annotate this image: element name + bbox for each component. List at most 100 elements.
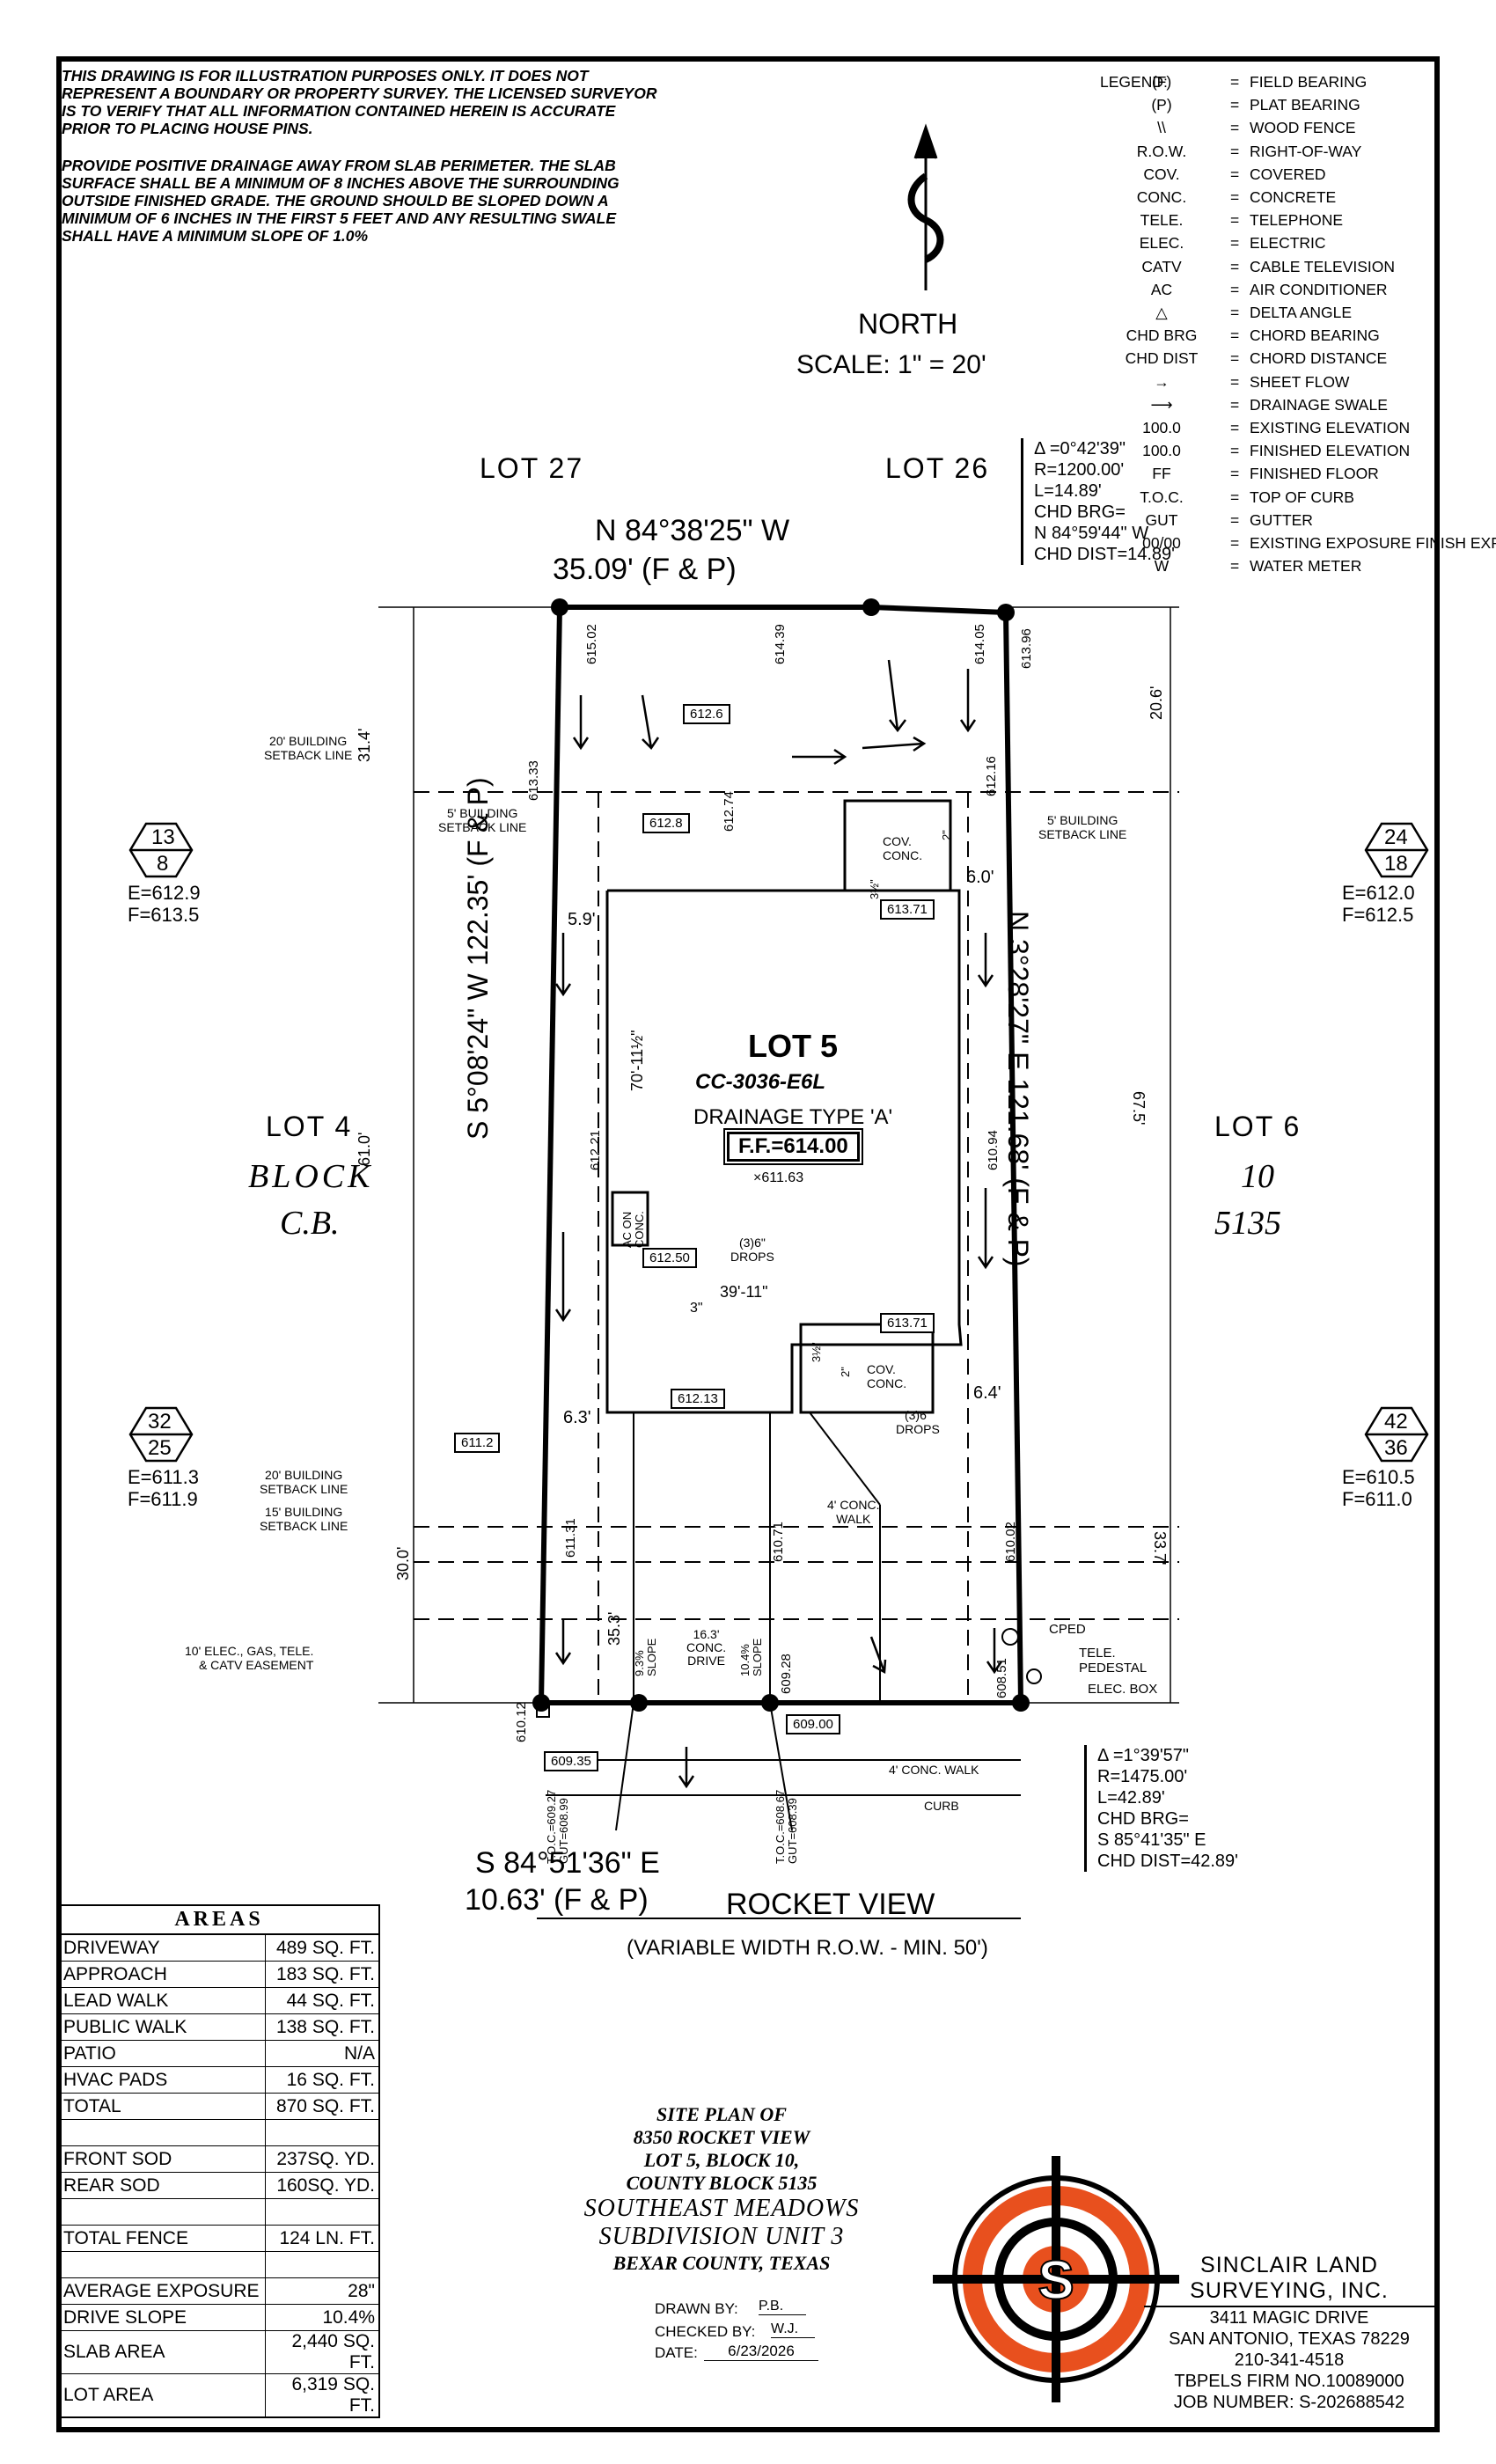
setback-20-top: 20' BUILDING SETBACK LINE <box>264 734 353 762</box>
slope-3-5-top: 3½" <box>868 879 881 899</box>
plan-code: CC-3036-E6L <box>695 1070 826 1094</box>
ff-spot-elevation: ×611.63 <box>753 1170 804 1185</box>
legend-item: \\=WOOD FENCE <box>1100 116 1470 139</box>
areas-value: 44 SQ. FT. <box>265 1987 379 2014</box>
legend-equals: = <box>1230 510 1240 529</box>
areas-value <box>265 2119 379 2146</box>
legend-item: FF=FINISHED FLOOR <box>1100 462 1470 485</box>
spot-elev: 612.21 <box>588 1130 603 1170</box>
areas-label: DRIVEWAY <box>59 1933 266 1962</box>
legend-description: TELEPHONE <box>1250 211 1343 230</box>
legend-item: △=DELTA ANGLE <box>1100 301 1470 324</box>
spot-elev: 614.05 <box>972 624 987 664</box>
ac-on-conc: AC ON CONC. <box>620 1211 646 1248</box>
legend-description: FIELD BEARING <box>1250 73 1368 91</box>
company-phone: 210-341-4518 <box>1234 2350 1345 2370</box>
dim-30-0: 30.0' <box>394 1546 412 1580</box>
legend-description: COVERED <box>1250 165 1326 183</box>
legend-item: ELEC.=ELECTRIC <box>1100 231 1470 254</box>
slope-2: 10.4% SLOPE <box>738 1638 764 1676</box>
toc-1: T.O.C.=609.27 GUT=608.99 <box>545 1789 570 1864</box>
legend-equals: = <box>1230 304 1240 321</box>
areas-row <box>59 2119 379 2146</box>
legend-symbol: COV. <box>1143 165 1180 183</box>
spot-elev: 610.02 <box>1003 1522 1018 1562</box>
legend-item: R.O.W.=RIGHT-OF-WAY <box>1100 140 1470 163</box>
curve-data-top: Δ =0°42'39" R=1200.00' L=14.89' CHD BRG=… <box>1021 438 1175 565</box>
legend-item: CATV=CABLE TELEVISION <box>1100 255 1470 278</box>
slope-2-bottom: 2" <box>839 1367 852 1377</box>
tele-pedestal: TELE. PEDESTAL <box>1079 1646 1148 1676</box>
areas-row <box>59 2198 379 2226</box>
drive-label: 16.3' CONC. DRIVE <box>686 1627 727 1668</box>
marker-bl-e: E=611.3 <box>128 1466 199 1488</box>
marker-br-top: 42 <box>1384 1410 1408 1434</box>
elev-box: 612.13 <box>671 1389 725 1409</box>
areas-label: PUBLIC WALK <box>59 2013 266 2041</box>
areas-value: 870 SQ. FT. <box>265 2093 379 2120</box>
legend-equals: = <box>1230 442 1240 460</box>
areas-value: 2,440 SQ. FT. <box>265 2330 379 2374</box>
legend-symbol: → <box>1154 372 1170 391</box>
legend-equals: = <box>1230 257 1240 275</box>
legend-description: CHORD BEARING <box>1250 326 1380 345</box>
legend-symbol: 100.0 <box>1142 419 1181 436</box>
legend-symbol: (F) <box>1151 73 1172 91</box>
north-arrow-icon <box>907 123 944 290</box>
areas-label <box>59 2251 266 2278</box>
legend-symbol: △ <box>1155 304 1168 321</box>
legend-title: LEGEND: <box>1100 73 1168 91</box>
dim-67-5: 67.5' <box>1130 1091 1148 1126</box>
walk-bottom: 4' CONC. WALK <box>889 1763 979 1777</box>
elev-box: 612.6 <box>683 704 730 724</box>
marker-tl-e: E=612.9 <box>128 882 201 904</box>
legend-equals: = <box>1230 96 1240 114</box>
areas-label: LOT AREA <box>59 2373 266 2417</box>
title-line-4: COUNTY BLOCK 5135 <box>626 2172 818 2194</box>
areas-label: LEAD WALK <box>59 1987 266 2014</box>
dim-33-7: 33.7' <box>1151 1531 1169 1566</box>
legend-item: 00/00=EXISTING EXPOSURE FINISH EXPOSURE <box>1100 532 1496 554</box>
house-footprint <box>605 799 963 1414</box>
legend-item: (P)=PLAT BEARING <box>1100 93 1470 116</box>
legend-symbol: 100.0 <box>1142 442 1181 460</box>
marker-bl-f: F=611.9 <box>128 1488 198 1510</box>
legend-description: DRAINAGE SWALE <box>1250 395 1388 414</box>
spot-elev: 613.33 <box>526 760 541 801</box>
legend-equals: = <box>1230 234 1240 253</box>
elev-box: 612.50 <box>642 1248 697 1268</box>
legend-symbol: \\ <box>1157 119 1166 137</box>
legend-description: EXISTING EXPOSURE FINISH EXPOSURE <box>1250 534 1496 552</box>
legend-equals: = <box>1230 349 1240 368</box>
legend-symbol: CONC. <box>1136 188 1187 206</box>
legend-item: W=WATER METER <box>1100 554 1470 577</box>
legend-item: COV.=COVERED <box>1100 163 1470 186</box>
slope-2-top: 2" <box>940 830 953 840</box>
areas-value: 237SQ. YD. <box>265 2145 379 2173</box>
spot-elev: 610.94 <box>986 1130 1001 1170</box>
lot-6-cb: 5135 <box>1214 1205 1281 1242</box>
marker-tl-f: F=613.5 <box>128 904 200 926</box>
areas-label <box>59 2198 266 2226</box>
marker-br-bottom: 36 <box>1384 1436 1408 1460</box>
lot-4-block: BLOCK <box>248 1158 374 1195</box>
dim-35-3: 35.3' <box>605 1611 623 1646</box>
elev-box: 613.71 <box>880 899 935 920</box>
legend-item: (F)=FIELD BEARING <box>1100 70 1470 93</box>
slope-1: 9.3% SLOPE <box>633 1638 658 1676</box>
title-line-7: BEXAR COUNTY, TEXAS <box>612 2252 831 2274</box>
areas-value <box>265 2198 379 2226</box>
spot-elev: 614.39 <box>773 624 788 664</box>
legend-equals: = <box>1230 119 1240 137</box>
areas-label: FRONT SOD <box>59 2145 266 2173</box>
lot-4-cb: C.B. <box>280 1205 340 1242</box>
legend-equals: = <box>1230 326 1240 345</box>
drainage-type: DRAINAGE TYPE 'A' <box>693 1105 893 1129</box>
